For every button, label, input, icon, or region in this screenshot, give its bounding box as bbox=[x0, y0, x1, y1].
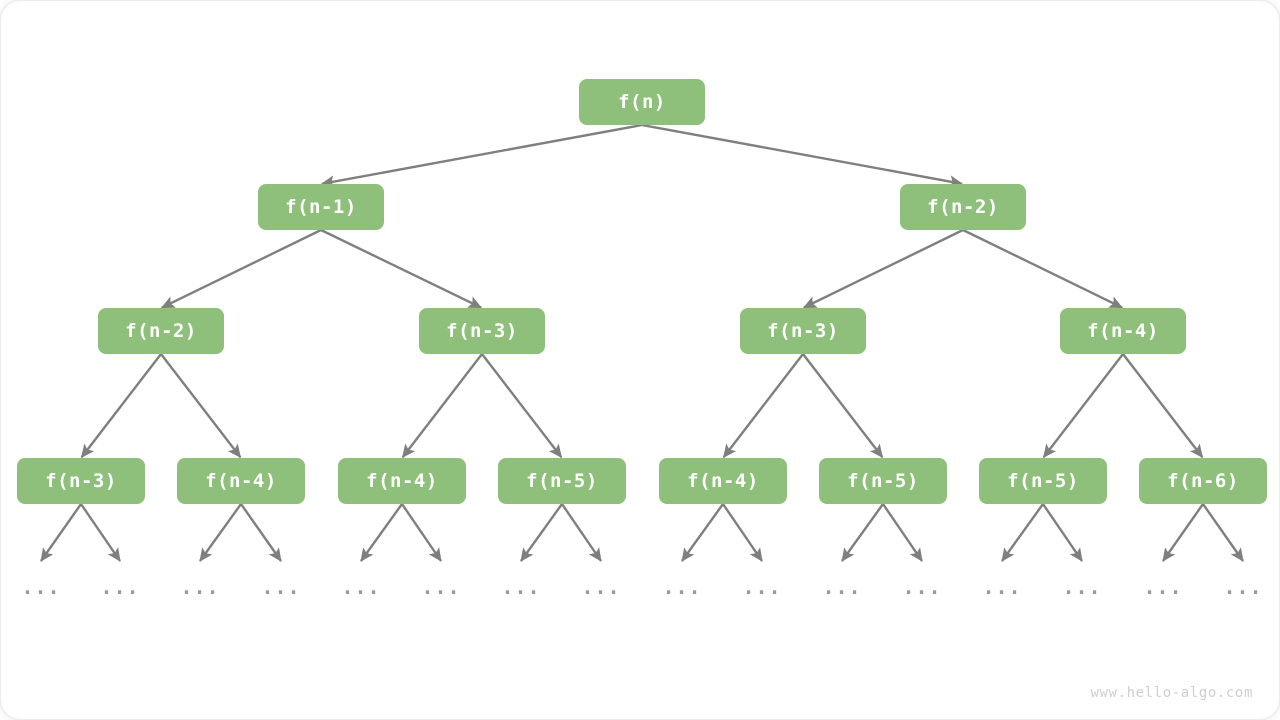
ellipsis-marker: ... bbox=[822, 575, 862, 599]
leaf-stub-edge bbox=[1042, 503, 1083, 562]
ellipsis-marker: ... bbox=[1062, 575, 1102, 599]
leaf-stub-edge bbox=[722, 503, 763, 562]
tree-edge bbox=[722, 353, 804, 458]
tree-node: f(n-4) bbox=[338, 458, 466, 504]
ellipsis-marker: ... bbox=[1223, 575, 1263, 599]
leaf-stub-edge bbox=[199, 503, 242, 562]
tree-edge bbox=[320, 228, 482, 309]
tree-edge bbox=[1042, 353, 1124, 458]
ellipsis-marker: ... bbox=[341, 575, 381, 599]
tree-node: f(n-2) bbox=[900, 184, 1026, 230]
tree-edge bbox=[401, 353, 483, 458]
tree-edge bbox=[1122, 353, 1204, 458]
tree-edge bbox=[803, 228, 964, 309]
leaf-stub-edge bbox=[1202, 503, 1244, 562]
ellipsis-marker: ... bbox=[180, 575, 220, 599]
tree-node: f(n-2) bbox=[98, 308, 224, 354]
leaf-stub-edge bbox=[40, 503, 82, 562]
tree-node: f(n-5) bbox=[979, 458, 1107, 504]
tree-node: f(n-4) bbox=[177, 458, 305, 504]
tree-edge bbox=[321, 123, 643, 188]
tree-node: f(n-3) bbox=[17, 458, 145, 504]
tree-node: f(n-6) bbox=[1139, 458, 1267, 504]
watermark: www.hello-algo.com bbox=[1090, 685, 1253, 701]
ellipsis-marker: ... bbox=[1143, 575, 1183, 599]
leaf-stub-edge bbox=[520, 503, 563, 562]
tree-edge bbox=[641, 123, 963, 188]
leaf-stub-edge bbox=[841, 503, 884, 562]
tree-edge bbox=[481, 353, 563, 458]
ellipsis-marker: ... bbox=[902, 575, 942, 599]
leaf-stub-edge bbox=[681, 503, 724, 562]
tree-node: f(n-5) bbox=[498, 458, 626, 504]
tree-node: f(n-1) bbox=[258, 184, 384, 230]
leaf-stub-edge bbox=[882, 503, 923, 562]
ellipsis-marker: ... bbox=[501, 575, 541, 599]
ellipsis-marker: ... bbox=[982, 575, 1022, 599]
tree-node: f(n-4) bbox=[1060, 308, 1186, 354]
tree-edge bbox=[160, 353, 242, 458]
leaf-stub-edge bbox=[360, 503, 403, 562]
tree-node: f(n) bbox=[579, 79, 705, 125]
tree-edge bbox=[962, 228, 1123, 309]
leaf-stub-edge bbox=[561, 503, 602, 562]
tree-edge bbox=[802, 353, 884, 458]
leaf-stub-edge bbox=[80, 503, 121, 562]
ellipsis-marker: ... bbox=[662, 575, 702, 599]
tree-node: f(n-5) bbox=[819, 458, 947, 504]
leaf-stub-edge bbox=[240, 503, 282, 562]
tree-node: f(n-3) bbox=[419, 308, 545, 354]
tree-node: f(n-4) bbox=[659, 458, 787, 504]
ellipsis-marker: ... bbox=[100, 575, 140, 599]
leaf-stub-edges bbox=[40, 503, 1244, 562]
ellipsis-marker: ... bbox=[21, 575, 61, 599]
tree-edge bbox=[161, 228, 322, 309]
tree-edge bbox=[80, 353, 162, 458]
leaf-stub-edge bbox=[401, 503, 442, 562]
leaf-stub-edge bbox=[1001, 503, 1044, 562]
tree-edges bbox=[80, 123, 1204, 458]
ellipsis-marker: ... bbox=[581, 575, 621, 599]
leaf-stub-edge bbox=[1162, 503, 1204, 562]
ellipsis-marker: ... bbox=[742, 575, 782, 599]
ellipsis-marker: ... bbox=[261, 575, 301, 599]
tree-node: f(n-3) bbox=[740, 308, 866, 354]
ellipsis-marker: ... bbox=[421, 575, 461, 599]
